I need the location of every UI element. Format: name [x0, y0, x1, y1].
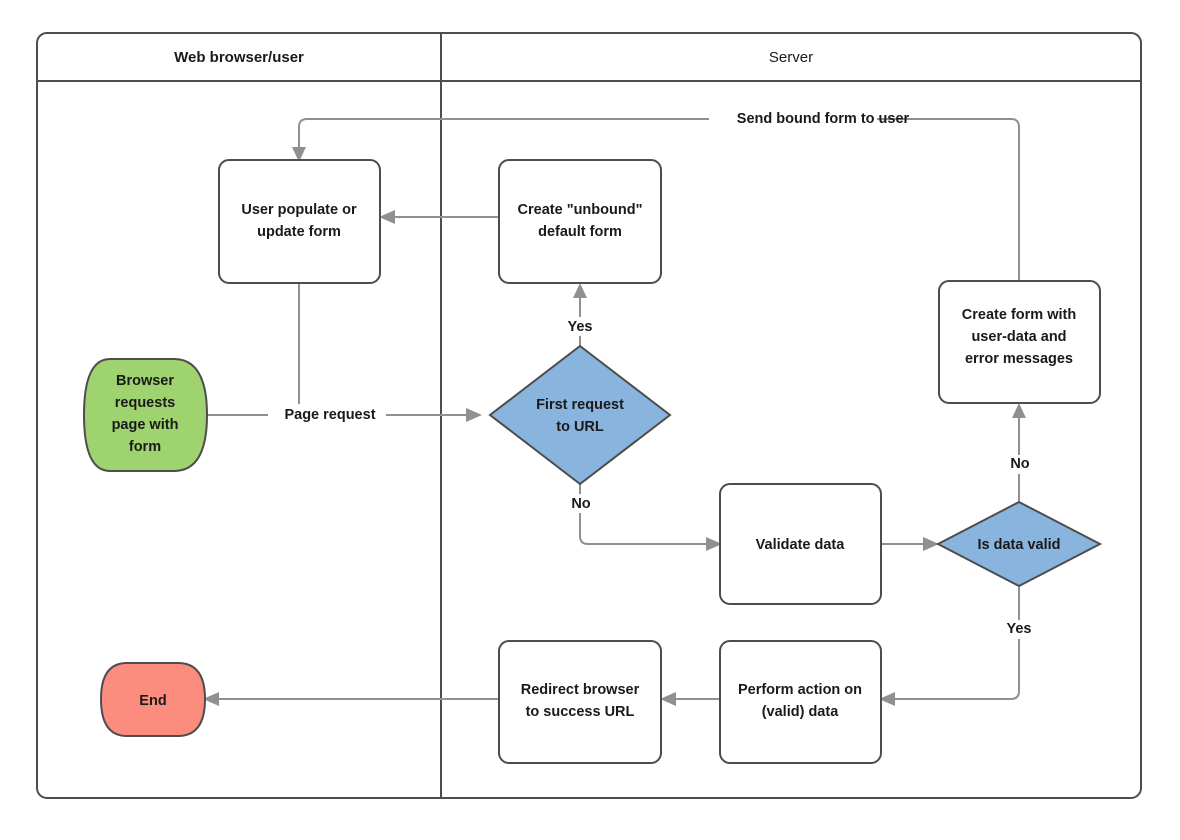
- node-redirect-browser-shape[interactable]: [498, 640, 662, 764]
- edge-redirect-to-end-arrowhead: [203, 692, 219, 706]
- edge-label-send-bound-form: Send bound form to user: [737, 111, 910, 127]
- edge-label-valid-no-bg: [1004, 455, 1035, 474]
- nodes-layer: User populate or update form Create "unb…: [82, 159, 1103, 764]
- node-browser-requests-page-line-0: Browser: [116, 373, 174, 389]
- node-perform-action[interactable]: Perform action on (valid) data: [719, 640, 882, 764]
- node-end-shape[interactable]: [99, 662, 207, 737]
- edge-action-to-redirect-arrowhead: [660, 692, 676, 706]
- node-create-unbound-form[interactable]: Create "unbound" default form: [498, 159, 662, 284]
- edge-valid-yes-arrowhead: [879, 692, 895, 706]
- node-is-data-valid[interactable]: Is data valid: [935, 500, 1103, 588]
- node-create-form-with-errors-line-0: Create form with: [962, 307, 1076, 323]
- node-first-request-to-url-shape[interactable]: [488, 344, 672, 486]
- edge-valid-yes: [891, 586, 1020, 700]
- node-create-unbound-form-line-0: Create "unbound": [518, 202, 643, 218]
- edge-first-request-no-arrowhead: [706, 537, 722, 551]
- node-create-form-with-errors-line-1: user-data and: [971, 329, 1066, 345]
- edge-label-first-request-yes: Yes: [568, 319, 593, 335]
- lane-title-web-browser: Web browser/user: [174, 49, 304, 66]
- node-is-data-valid-shape[interactable]: [935, 500, 1103, 588]
- node-user-populate-form-line-1: update form: [257, 224, 341, 240]
- edge-send-bound-form-to-user: [298, 118, 1020, 281]
- node-user-populate-form-shape[interactable]: [218, 159, 381, 284]
- node-create-form-with-errors-shape[interactable]: [938, 280, 1101, 404]
- edge-valid-no-arrowhead: [1012, 403, 1026, 418]
- edges-layer: [203, 118, 1026, 706]
- node-end[interactable]: End: [99, 662, 207, 737]
- lane-title-server: Server: [769, 49, 813, 66]
- edge-unbound-form-arrowhead: [379, 210, 395, 224]
- node-browser-requests-page[interactable]: Browser requests page with form: [82, 358, 209, 472]
- edge-label-first-request-yes-bg: [563, 317, 597, 336]
- node-is-data-valid-line-0: Is data valid: [977, 537, 1060, 553]
- node-create-unbound-form-line-1: default form: [538, 224, 622, 240]
- node-browser-requests-page-line-2: page with: [112, 417, 179, 433]
- node-validate-data[interactable]: Validate data: [719, 483, 882, 605]
- node-perform-action-shape[interactable]: [719, 640, 882, 764]
- edge-labels-layer: Send bound form to user Page request Yes…: [268, 108, 1036, 639]
- node-first-request-to-url-line-0: First request: [536, 397, 624, 413]
- node-browser-requests-page-line-1: requests: [115, 395, 175, 411]
- node-perform-action-line-0: Perform action on: [738, 682, 862, 698]
- node-user-populate-form-line-0: User populate or: [241, 202, 357, 218]
- node-validate-data-shape[interactable]: [719, 483, 882, 605]
- node-redirect-browser-line-1: to success URL: [526, 704, 635, 720]
- edge-send-bound-form-arrowhead: [292, 147, 306, 162]
- edge-validate-to-decision-arrowhead: [923, 537, 939, 551]
- edge-label-send-bound-form-bg: [709, 108, 877, 128]
- node-redirect-browser-line-0: Redirect browser: [521, 682, 640, 698]
- node-create-unbound-form-shape[interactable]: [498, 159, 662, 284]
- node-end-label: End: [139, 693, 166, 709]
- node-browser-requests-page-shape[interactable]: [82, 358, 209, 472]
- edge-first-request-no: [579, 484, 710, 545]
- edge-label-valid-no: No: [1010, 456, 1029, 472]
- node-validate-data-line-0: Validate data: [756, 537, 846, 553]
- edge-label-page-request-bg: [268, 404, 386, 424]
- edge-first-request-yes-arrowhead: [573, 283, 587, 298]
- node-first-request-to-url[interactable]: First request to URL: [488, 344, 672, 486]
- node-perform-action-line-1: (valid) data: [762, 704, 839, 720]
- node-user-populate-form[interactable]: User populate or update form: [218, 159, 381, 284]
- node-create-form-with-errors-line-2: error messages: [965, 351, 1073, 367]
- edge-label-page-request: Page request: [284, 407, 375, 423]
- node-create-form-with-errors[interactable]: Create form with user-data and error mes…: [938, 280, 1101, 404]
- edge-label-valid-yes: Yes: [1007, 621, 1032, 637]
- node-browser-requests-page-line-3: form: [129, 439, 161, 455]
- node-redirect-browser[interactable]: Redirect browser to success URL: [498, 640, 662, 764]
- edge-label-valid-yes-bg: [1002, 620, 1036, 639]
- node-first-request-to-url-line-1: to URL: [556, 419, 604, 435]
- edge-label-first-request-no: No: [571, 496, 590, 512]
- edge-page-request-arrowhead: [466, 408, 482, 422]
- edge-label-first-request-no-bg: [565, 494, 596, 513]
